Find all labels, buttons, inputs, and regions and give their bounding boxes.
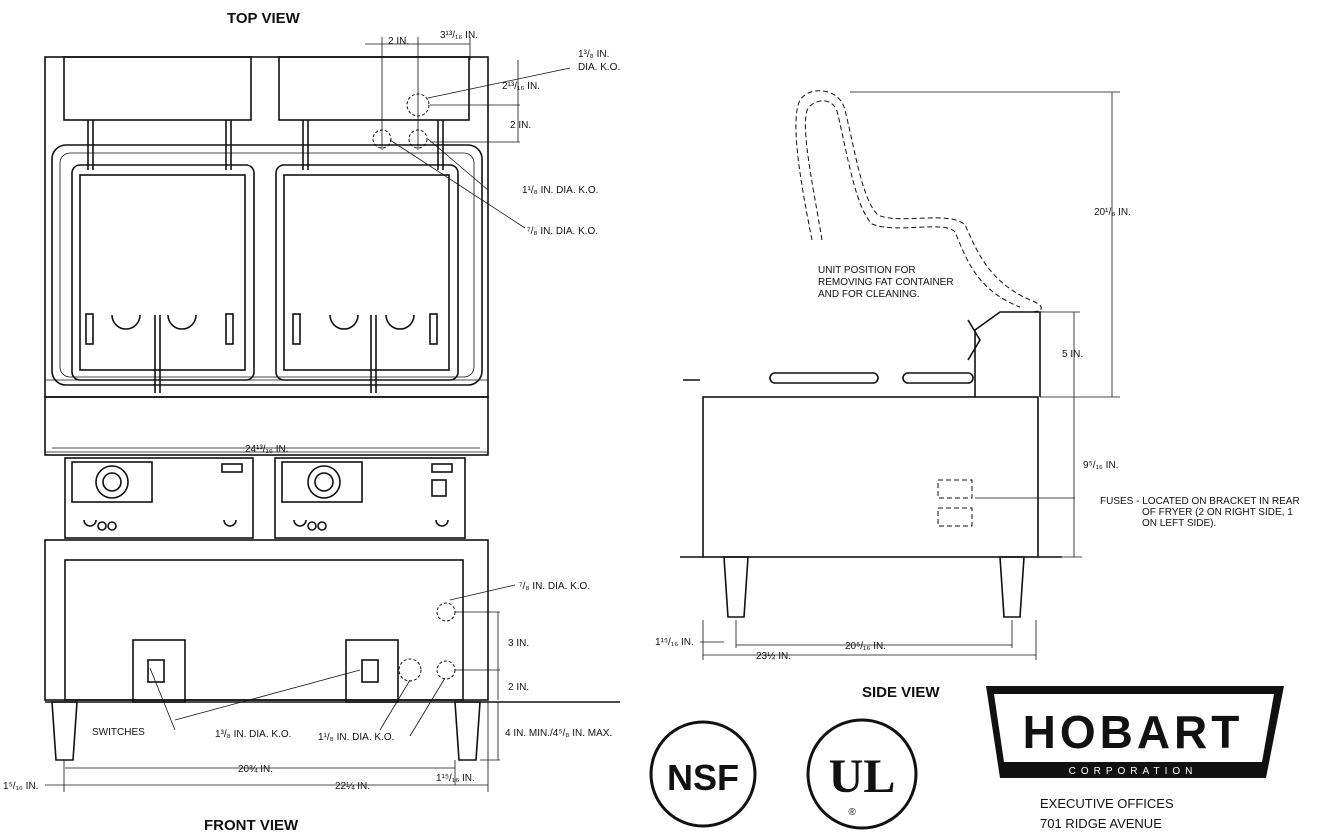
unit-position-line1: UNIT POSITION FOR <box>818 265 916 276</box>
unit-position-line2: REMOVING FAT CONTAINER <box>818 277 954 288</box>
ul-registered-mark: ® <box>848 807 856 818</box>
front-view-dimension-lines <box>45 447 516 792</box>
hobart-corporation-text: CORPORATION <box>1069 766 1198 777</box>
front-view-title: FRONT VIEW <box>204 817 299 834</box>
dim-front-1-1-8: 1¹/₈ IN. DIA. K.O. <box>318 732 394 743</box>
ul-logo: UL ® <box>806 718 918 830</box>
dim-top-7-8: ⁷/₈ IN. DIA. K.O. <box>527 226 598 237</box>
dim-front-3in: 3 IN. <box>508 638 529 649</box>
top-view-knockouts <box>365 37 571 229</box>
dim-front-1-3-8: 1³/₈ IN. DIA. K.O. <box>215 729 291 740</box>
side-view-title: SIDE VIEW <box>862 684 940 701</box>
dim-leg-adjust: 4 IN. MIN./4⁵/₈ IN. MAX. <box>505 728 612 739</box>
dim-front-1-5-16: 1⁵/₁₆ IN. <box>3 781 38 792</box>
top-view-title: TOP VIEW <box>227 10 301 27</box>
front-view-drawing <box>44 396 620 761</box>
side-view-dimension-lines <box>700 91 1120 660</box>
dim-front-20-3-4: 20¾ IN. <box>238 764 273 775</box>
fuses-line3: ON LEFT SIDE). <box>1142 518 1216 529</box>
address-line2: 701 RIDGE AVENUE <box>1040 816 1162 831</box>
switches-label: SWITCHES <box>92 727 145 738</box>
dim-top-1-3-8: 1³/₈ IN. <box>578 49 609 60</box>
dim-front-22-1-4: 22¼ IN. <box>335 780 370 792</box>
dim-width-24-13-16: 24¹³/₁₆ IN. <box>245 444 289 455</box>
dim-side-23-1-2: 23½ IN. <box>756 651 791 662</box>
ul-logo-text: UL <box>829 750 896 803</box>
dim-front-1-15-16: 1¹⁵/₁₆ IN. <box>436 773 475 784</box>
dim-side-20-1-8: 20¹/₈ IN. <box>1094 207 1131 218</box>
dim-top-dia-ko: DIA. K.O. <box>578 62 620 73</box>
dim-side-1-15-16: 1¹⁵/₁₆ IN. <box>655 637 694 648</box>
side-view-drawing <box>680 90 1062 618</box>
dim-top-2in-b: 2 IN. <box>510 120 531 131</box>
dim-side-20-5-16: 20⁵/₁₆ IN. <box>845 641 886 652</box>
dim-top-3-13-16: 3¹³/₁₆ IN. <box>440 30 478 41</box>
dim-side-9-5-16: 9⁵/₁₆ IN. <box>1083 460 1118 471</box>
dim-side-5in: 5 IN. <box>1062 349 1083 360</box>
dim-front-7-8: ⁷/₈ IN. DIA. K.O. <box>519 581 590 592</box>
dim-top-2-13-16: 2¹³/₁₆ IN. <box>502 81 540 92</box>
unit-position-line3: AND FOR CLEANING. <box>818 289 920 300</box>
hobart-logo: HOBART CORPORATION <box>986 686 1284 778</box>
nsf-logo-text: NSF <box>667 757 739 798</box>
nsf-logo: NSF <box>649 720 757 828</box>
address-line1: EXECUTIVE OFFICES <box>1040 796 1174 811</box>
dim-top-1-1-8: 1¹/₈ IN. DIA. K.O. <box>522 185 598 196</box>
fuses-line2: OF FRYER (2 ON RIGHT SIDE, 1 <box>1142 507 1293 518</box>
dim-top-2in-a: 2 IN. <box>388 36 409 47</box>
top-view-drawing <box>44 56 489 398</box>
fuses-line1: FUSES - LOCATED ON BRACKET IN REAR <box>1100 496 1300 507</box>
hobart-wordmark: HOBART <box>1023 706 1244 758</box>
dim-front-2in: 2 IN. <box>508 682 529 693</box>
